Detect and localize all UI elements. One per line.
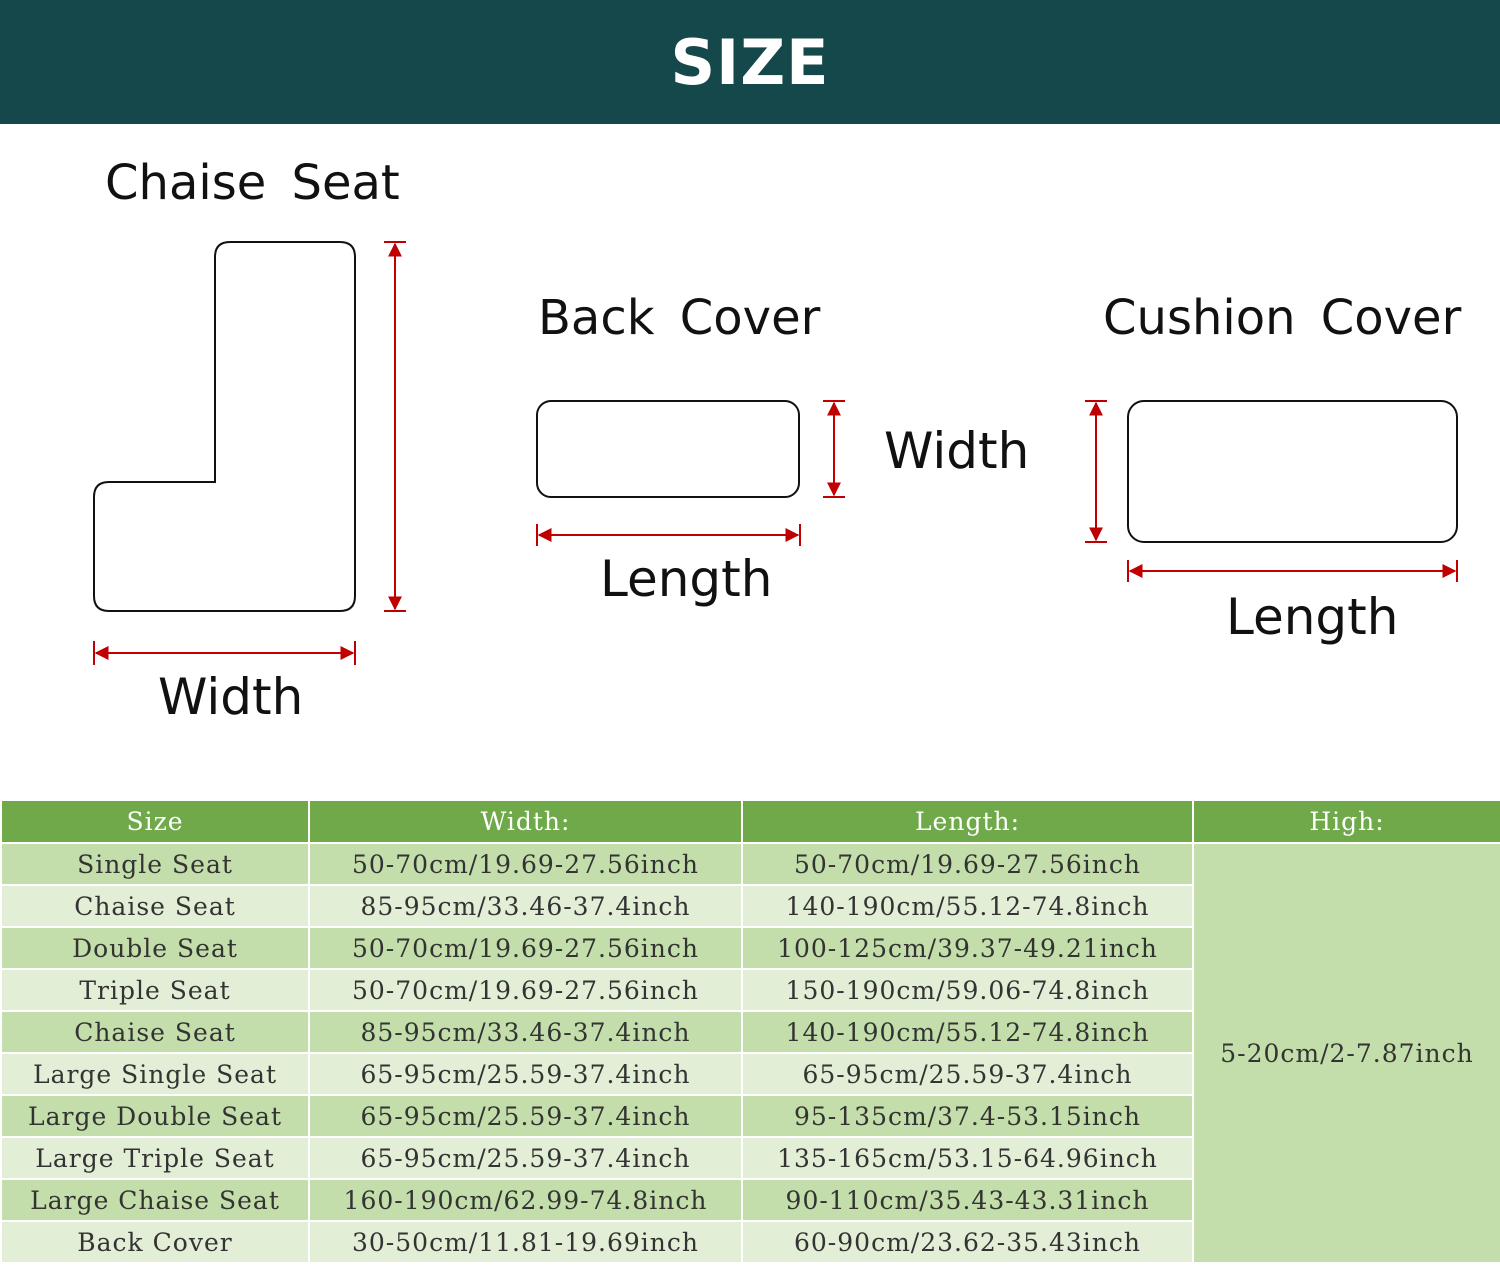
width-cell: 30-50cm/11.81-19.69inch [308,1220,743,1264]
header-size: Size [0,799,310,844]
length-cell: 65-95cm/25.59-37.4inch [741,1052,1194,1096]
width-cell: 65-95cm/25.59-37.4inch [308,1094,743,1138]
back-cover-shape [536,400,800,498]
size-cell: Large Triple Seat [0,1136,310,1180]
width-cell: 160-190cm/62.99-74.8inch [308,1178,743,1222]
table-row: Large Chaise Seat 160-190cm/62.99-74.8in… [0,1178,1500,1222]
length-cell: 135-165cm/53.15-64.96inch [741,1136,1194,1180]
length-cell: 140-190cm/55.12-74.8inch [741,1010,1194,1054]
table-row: Large Single Seat 65-95cm/25.59-37.4inch… [0,1052,1500,1096]
back-cover-title: Back Cover [538,290,821,346]
size-cell: Large Double Seat [0,1094,310,1138]
table-row: Large Triple Seat 65-95cm/25.59-37.4inch… [0,1136,1500,1180]
size-table: Size Width: Length: High: Single Seat 50… [0,799,1500,1264]
table-row: Chaise Seat 85-95cm/33.46-37.4inch 140-1… [0,884,1500,928]
cushion-cover-width-arrow [1085,400,1107,543]
table-row: Back Cover 30-50cm/11.81-19.69inch 60-90… [0,1220,1500,1264]
table-row: Single Seat 50-70cm/19.69-27.56inch 50-7… [0,842,1500,1264]
cushion-cover-title: Cushion Cover [1103,290,1462,346]
back-cover-length-arrow [536,524,801,546]
table-row: Triple Seat 50-70cm/19.69-27.56inch 150-… [0,968,1500,1012]
size-cell: Single Seat [0,842,310,886]
table-row: Double Seat 50-70cm/19.69-27.56inch 100-… [0,926,1500,970]
chaise-height-arrow [384,241,406,612]
high-cell: 5-20cm/2-7.87inch [1192,842,1500,1264]
cushion-cover-length-arrow [1127,560,1458,582]
chaise-width-label: Width [158,668,304,726]
width-cell: 50-70cm/19.69-27.56inch [308,968,743,1012]
size-cell: Large Chaise Seat [0,1178,310,1222]
cushion-cover-shape [1127,400,1458,543]
chaise-seat-shape [93,241,356,612]
table-row: Large Double Seat 65-95cm/25.59-37.4inch… [0,1094,1500,1138]
length-cell: 60-90cm/23.62-35.43inch [741,1220,1194,1264]
width-cell: 50-70cm/19.69-27.56inch [308,926,743,970]
header-length: Length: [741,799,1194,844]
length-cell: 150-190cm/59.06-74.8inch [741,968,1194,1012]
size-cell: Chaise Seat [0,884,310,928]
size-cell: Large Single Seat [0,1052,310,1096]
page-title: SIZE [670,25,830,99]
size-cell: Back Cover [0,1220,310,1264]
width-cell: 65-95cm/25.59-37.4inch [308,1052,743,1096]
length-cell: 90-110cm/35.43-43.31inch [741,1178,1194,1222]
chaise-seat-title: Chaise Seat [105,155,400,211]
length-cell: 100-125cm/39.37-49.21inch [741,926,1194,970]
length-cell: 50-70cm/19.69-27.56inch [741,842,1194,886]
width-cell: 50-70cm/19.69-27.56inch [308,842,743,886]
size-cell: Triple Seat [0,968,310,1012]
size-banner: SIZE [0,0,1500,124]
width-cell: 85-95cm/33.46-37.4inch [308,1010,743,1054]
length-cell: 95-135cm/37.4-53.15inch [741,1094,1194,1138]
cushion-cover-length-label: Length [1226,588,1399,646]
table-header-row: Size Width: Length: High: [0,799,1500,844]
header-width: Width: [308,799,743,844]
chaise-width-arrow [93,641,356,665]
dimension-diagrams [93,241,1458,665]
size-cell: Chaise Seat [0,1010,310,1054]
back-cover-length-label: Length [600,550,773,608]
width-cell: 65-95cm/25.59-37.4inch [308,1136,743,1180]
length-cell: 140-190cm/55.12-74.8inch [741,884,1194,928]
width-cell: 85-95cm/33.46-37.4inch [308,884,743,928]
size-cell: Double Seat [0,926,310,970]
back-cover-width-label: Width [884,422,1030,480]
back-cover-width-arrow [823,400,845,498]
header-high: High: [1192,799,1500,844]
table-row: Chaise Seat 85-95cm/33.46-37.4inch 140-1… [0,1010,1500,1054]
